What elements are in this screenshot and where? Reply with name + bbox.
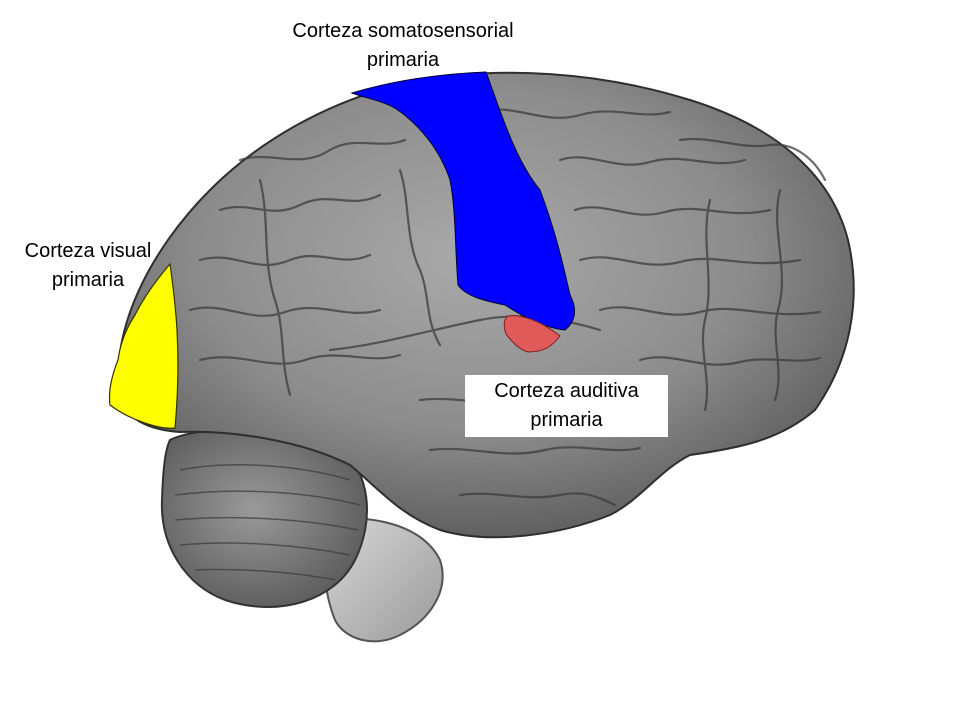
- somatosensory-cortex-region: [350, 71, 576, 331]
- visual-cortex-region: [108, 262, 179, 429]
- visual-label-line1: Corteza visual: [24, 240, 152, 262]
- auditory-cortex-region: [503, 315, 561, 353]
- somatosensory-label-line1: Corteza somatosensorial: [292, 20, 514, 42]
- cortex-sulci: [188, 108, 827, 507]
- cerebral-cortex: [117, 71, 855, 539]
- visual-label-line2: primaria: [51, 269, 125, 291]
- auditory-label-line2: primaria: [530, 409, 603, 431]
- cerebellum-folia: [174, 464, 361, 581]
- somatosensory-cortex-label: Corteza somatosensorial primaria: [258, 17, 548, 75]
- visual-cortex-label: Corteza visual primaria: [4, 237, 172, 295]
- somatosensory-label-line2: primaria: [366, 49, 440, 71]
- auditory-cortex-label: Corteza auditiva primaria: [465, 375, 668, 437]
- auditory-label-line1: Corteza auditiva: [494, 380, 639, 402]
